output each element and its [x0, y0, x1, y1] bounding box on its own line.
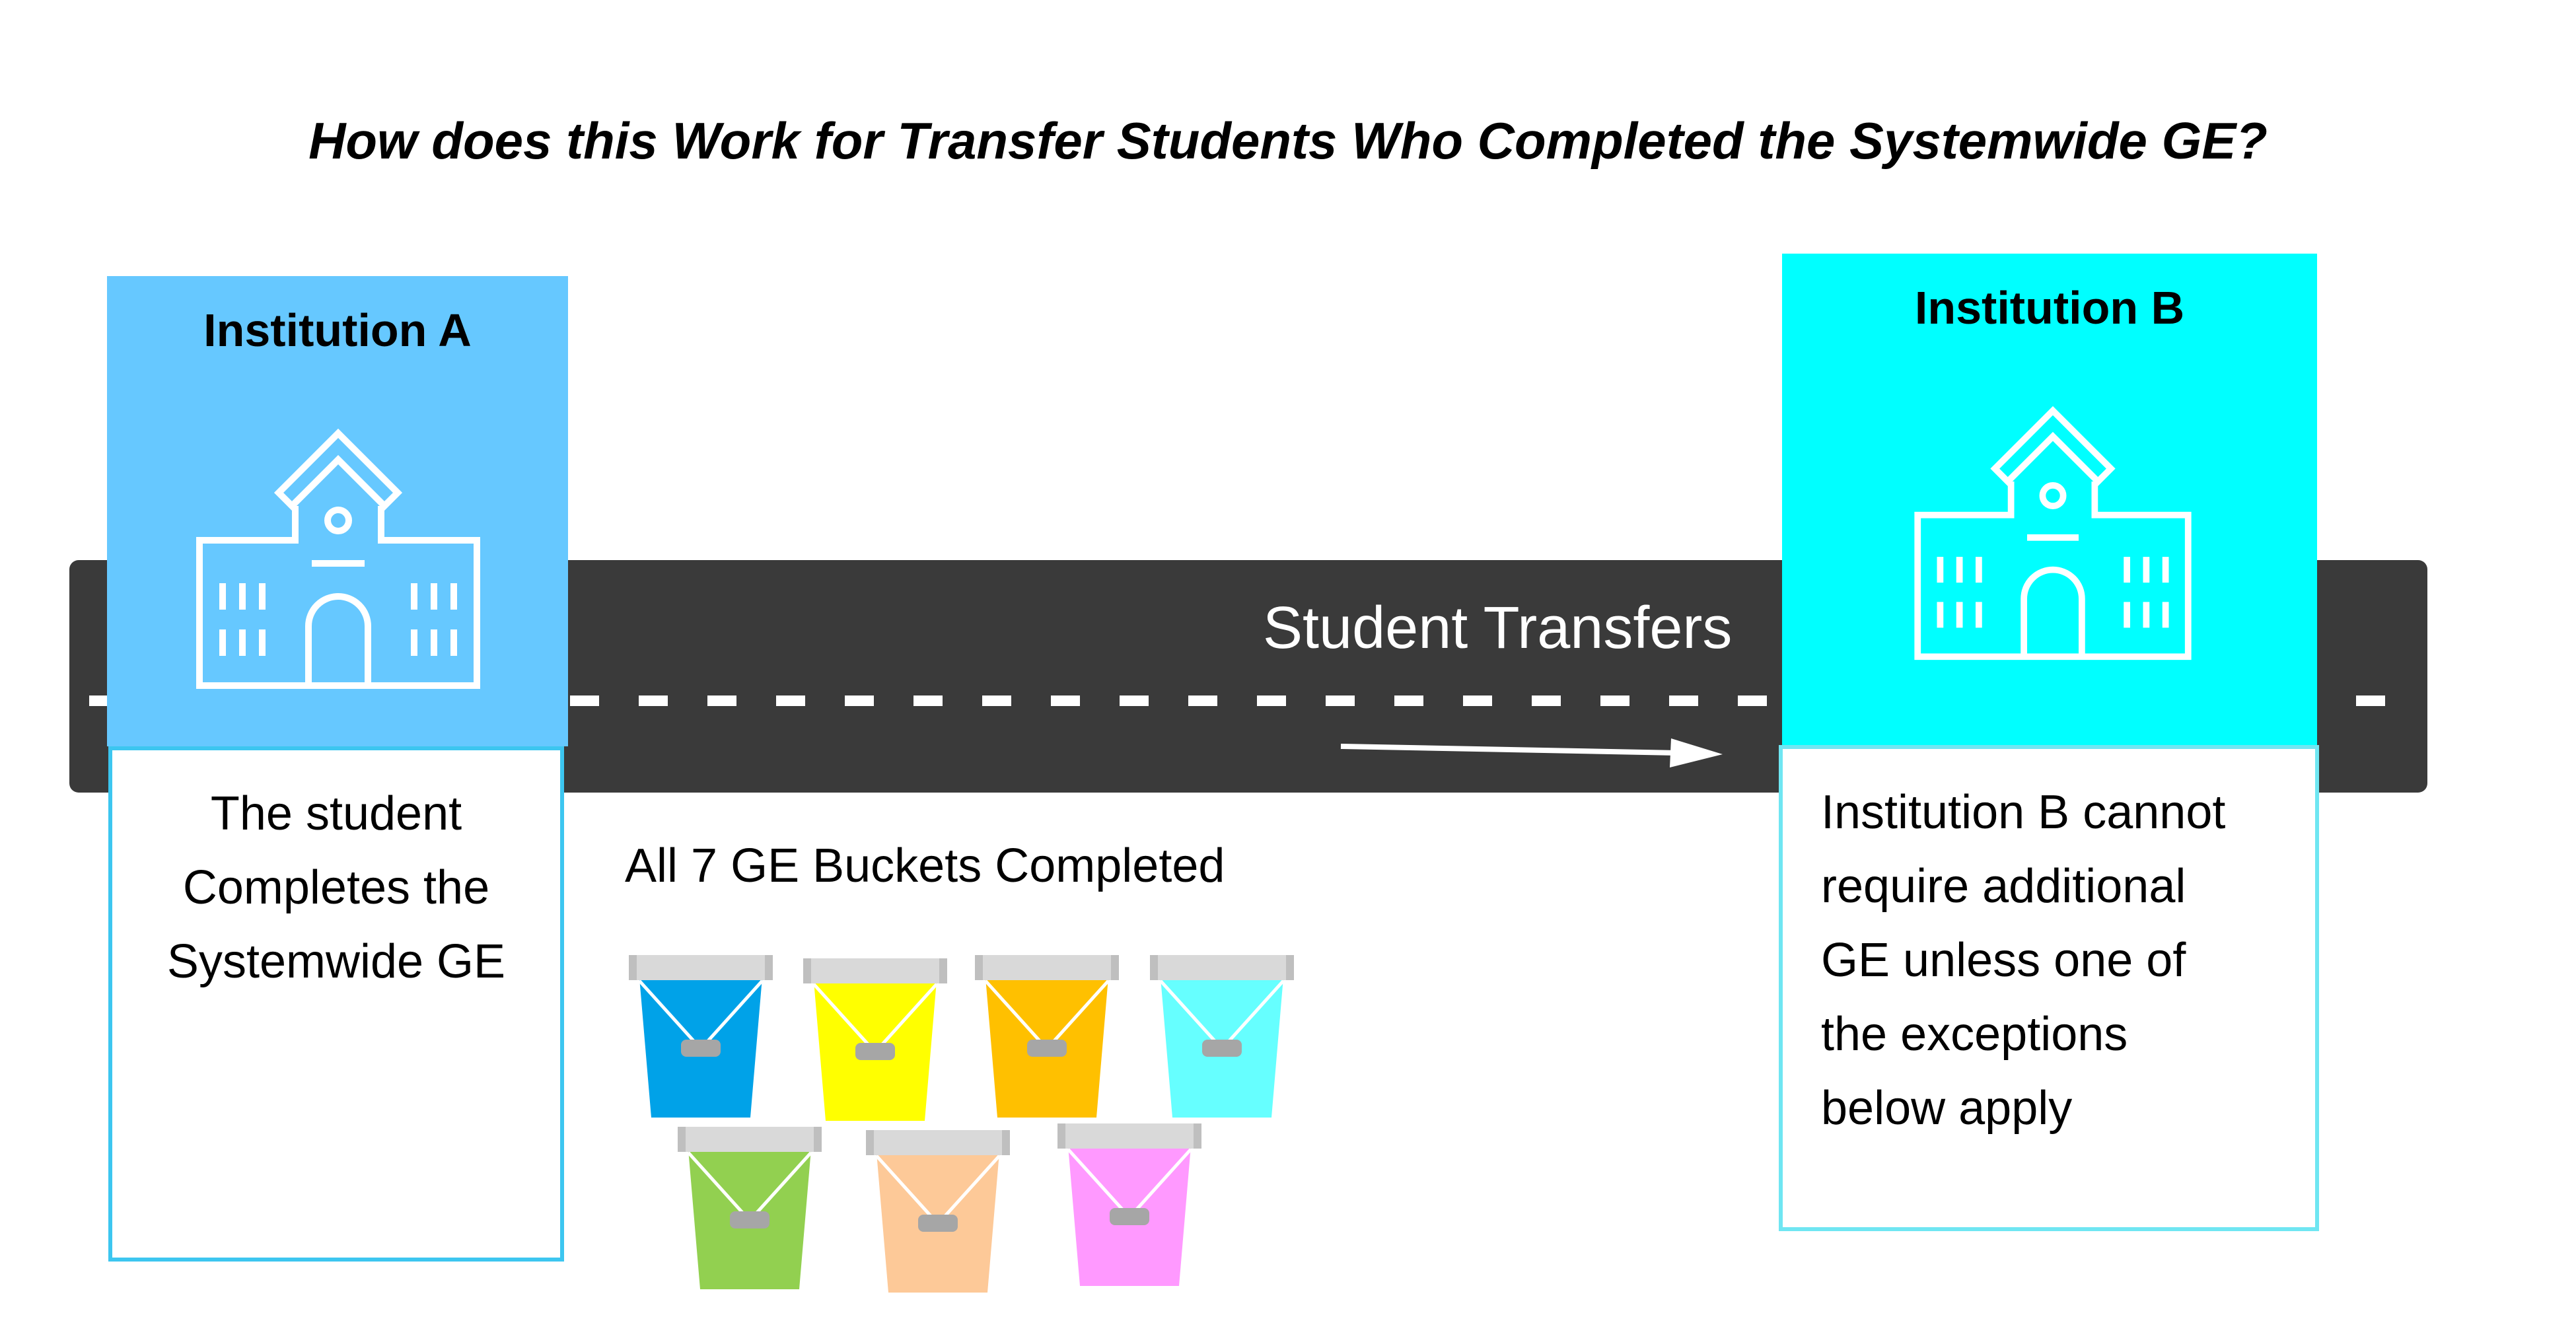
description-line: Institution B cannot — [1821, 775, 2315, 849]
road-dash — [1669, 695, 1698, 706]
road-dash — [1738, 695, 1767, 706]
institution-a-box: Institution A — [107, 276, 568, 746]
description-line: The student — [112, 777, 560, 851]
page-title: How does this Work for Transfer Students… — [0, 111, 2576, 171]
ge-bucket-icon — [674, 1123, 826, 1295]
road-dash — [1051, 695, 1080, 706]
road-dash — [776, 695, 805, 706]
ge-bucket-icon — [971, 951, 1123, 1123]
ge-bucket-icon — [862, 1126, 1014, 1298]
school-building-icon — [193, 428, 483, 692]
road-dash — [2356, 695, 2385, 706]
ge-bucket-icon — [1146, 951, 1298, 1123]
road-dash — [1463, 695, 1492, 706]
description-line: GE unless one of — [1821, 923, 2315, 997]
ge-bucket-icon — [799, 954, 951, 1126]
road-dash — [1188, 695, 1217, 706]
description-line: Systemwide GE — [112, 925, 560, 999]
description-line: below apply — [1821, 1071, 2315, 1145]
transfer-arrow-icon — [1334, 727, 1731, 779]
buckets-label: All 7 GE Buckets Completed — [625, 839, 1225, 893]
road-dash — [913, 695, 943, 706]
institution-a-description: The student Completes the Systemwide GE — [108, 746, 564, 1262]
description-line: Completes the — [112, 851, 560, 925]
road-dash — [1257, 695, 1286, 706]
road-dash — [1120, 695, 1149, 706]
ge-bucket-icon — [1054, 1120, 1205, 1291]
institution-a-label: Institution A — [107, 304, 568, 357]
institution-a-description-text: The student Completes the Systemwide GE — [112, 777, 560, 999]
institution-b-description: Institution B cannot require additional … — [1779, 745, 2319, 1231]
school-building-icon — [1911, 406, 2195, 663]
road-dash — [1326, 695, 1355, 706]
description-line: require additional — [1821, 849, 2315, 923]
road-dash — [570, 695, 599, 706]
road-dash — [1532, 695, 1561, 706]
road-dash — [982, 695, 1011, 706]
road-dash — [845, 695, 874, 706]
road-dash — [1600, 695, 1629, 706]
ge-bucket-icon — [625, 951, 777, 1123]
institution-b-label: Institution B — [1782, 281, 2317, 334]
institution-b-description-text: Institution B cannot require additional … — [1783, 775, 2315, 1145]
road-dash — [639, 695, 668, 706]
institution-b-box: Institution B — [1782, 254, 2317, 746]
road-dash — [707, 695, 736, 706]
road-label: Student Transfers — [1263, 594, 1732, 662]
description-line: the exceptions — [1821, 997, 2315, 1071]
road-dash — [1394, 695, 1423, 706]
